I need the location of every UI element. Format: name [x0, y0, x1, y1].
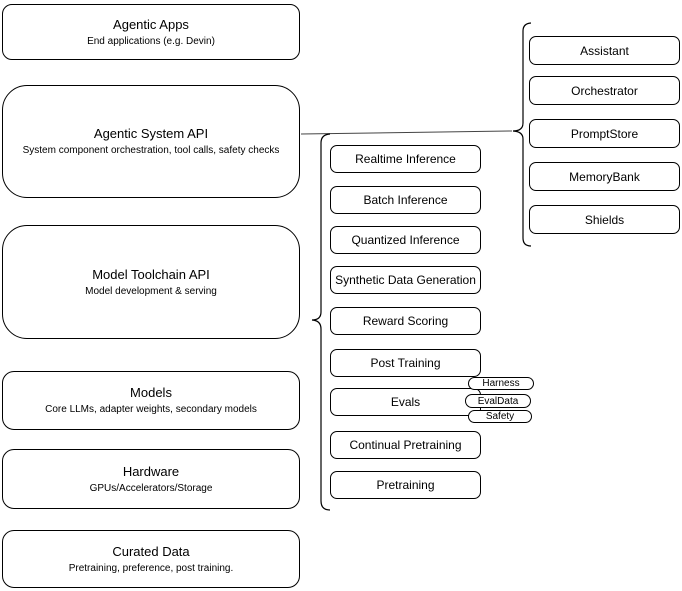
- node-synthetic-data-generation-label: Synthetic Data Generation: [335, 273, 476, 287]
- node-orchestrator: Orchestrator: [529, 76, 680, 105]
- tag-evaldata: EvalData: [465, 394, 531, 408]
- node-memorybank-label: MemoryBank: [569, 169, 640, 184]
- node-quantized-inference: Quantized Inference: [330, 226, 481, 254]
- node-models-subtitle: Core LLMs, adapter weights, secondary mo…: [45, 404, 257, 415]
- tag-safety: Safety: [468, 410, 532, 423]
- node-pretraining: Pretraining: [330, 471, 481, 499]
- node-model-toolchain-api: Model Toolchain API Model development & …: [2, 225, 300, 339]
- node-hardware-subtitle: GPUs/Accelerators/Storage: [89, 482, 213, 494]
- node-batch-inference-label: Batch Inference: [363, 193, 448, 207]
- node-evals: Evals: [330, 388, 481, 416]
- node-promptstore: PromptStore: [529, 119, 680, 148]
- node-continual-pretraining-label: Continual Pretraining: [349, 438, 462, 452]
- node-agentic-system-api: Agentic System API System component orch…: [2, 85, 300, 198]
- node-models-title: Models: [130, 385, 172, 400]
- node-agentic-apps-title: Agentic Apps: [113, 16, 189, 32]
- node-agentic-apps: Agentic Apps End applications (e.g. Devi…: [2, 4, 300, 60]
- node-agentic-apps-subtitle: End applications (e.g. Devin): [87, 35, 215, 47]
- node-post-training-label: Post Training: [370, 356, 441, 370]
- node-pretraining-label: Pretraining: [376, 478, 435, 492]
- node-continual-pretraining: Continual Pretraining: [330, 431, 481, 459]
- system-components-group-brace: [512, 22, 532, 247]
- node-assistant: Assistant: [529, 36, 680, 65]
- node-synthetic-data-generation: Synthetic Data Generation: [330, 266, 481, 294]
- node-hardware: Hardware GPUs/Accelerators/Storage: [2, 449, 300, 509]
- node-assistant-label: Assistant: [580, 43, 629, 58]
- node-realtime-inference-label: Realtime Inference: [355, 152, 456, 166]
- node-promptstore-label: PromptStore: [570, 126, 639, 141]
- node-post-training: Post Training: [330, 349, 481, 377]
- toolchain-group-brace: [311, 133, 331, 511]
- tag-harness: Harness: [468, 377, 534, 390]
- node-curated-data-subtitle: Pretraining, preference, post training.: [68, 562, 234, 574]
- node-quantized-inference-label: Quantized Inference: [351, 233, 460, 247]
- node-shields: Shields: [529, 205, 680, 234]
- node-models: Models Core LLMs, adapter weights, secon…: [2, 371, 300, 430]
- node-model-toolchain-api-subtitle: Model development & serving: [85, 285, 217, 297]
- node-batch-inference: Batch Inference: [330, 186, 481, 214]
- node-agentic-system-api-title: Agentic System API: [93, 126, 209, 141]
- node-orchestrator-label: Orchestrator: [571, 83, 638, 98]
- node-reward-scoring: Reward Scoring: [330, 307, 481, 335]
- node-model-toolchain-api-title: Model Toolchain API: [92, 266, 210, 282]
- node-shields-label: Shields: [584, 212, 625, 227]
- node-realtime-inference: Realtime Inference: [330, 145, 481, 173]
- node-hardware-title: Hardware: [122, 463, 180, 479]
- node-curated-data: Curated Data Pretraining, preference, po…: [2, 530, 300, 588]
- node-evals-label: Evals: [390, 395, 421, 409]
- system-api-to-components-connector-line: [300, 130, 513, 135]
- node-reward-scoring-label: Reward Scoring: [362, 314, 449, 328]
- node-memorybank: MemoryBank: [529, 162, 680, 191]
- node-curated-data-title: Curated Data: [112, 543, 190, 559]
- node-agentic-system-api-subtitle: System component orchestration, tool cal…: [22, 145, 280, 156]
